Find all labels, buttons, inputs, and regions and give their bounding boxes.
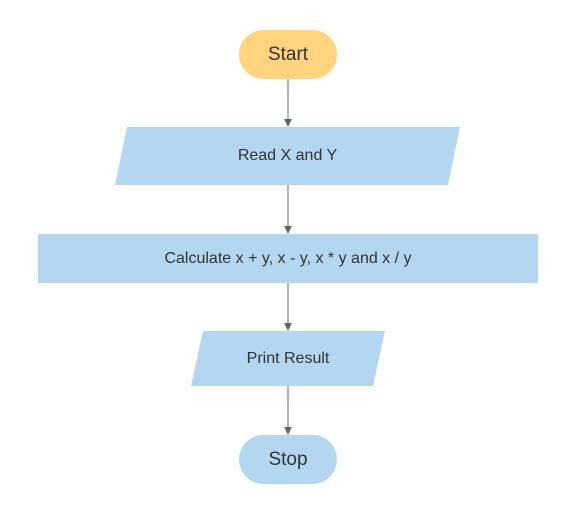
print-label: Print Result (246, 349, 330, 367)
start-terminal: Start (239, 30, 337, 79)
calculate-process-box: Calculate x + y, x - y, x * y and x / y (38, 234, 538, 283)
read-input-parallelogram: Read X and Y (115, 127, 460, 185)
stop-label: Stop (268, 448, 308, 470)
start-label: Start (267, 43, 309, 65)
stop-terminal: Stop (239, 435, 337, 484)
print-output-parallelogram: Print Result (191, 331, 385, 386)
read-label: Read X and Y (237, 147, 338, 164)
calculate-label: Calculate x + y, x - y, x * y and x / y (164, 249, 412, 267)
